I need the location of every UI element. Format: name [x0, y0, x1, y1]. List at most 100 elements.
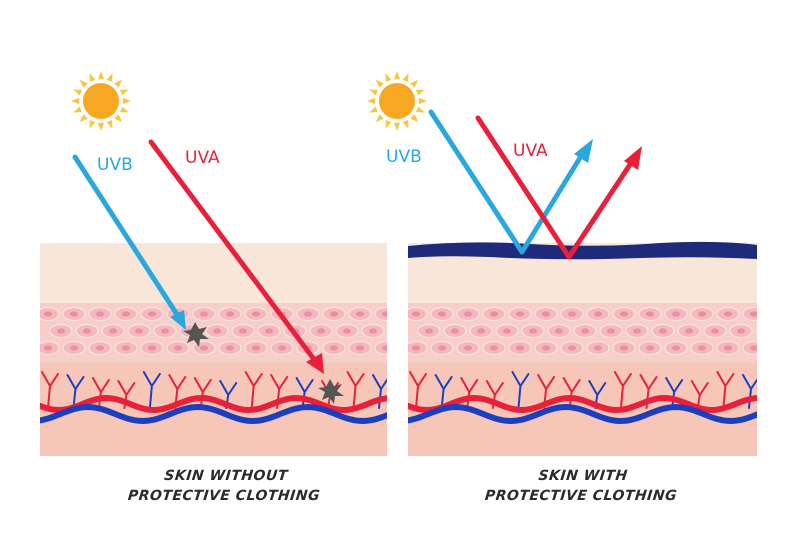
capillary: [244, 371, 263, 409]
cell-nucleus: [503, 328, 511, 334]
cell-nucleus: [161, 328, 169, 334]
sun-ray: [367, 97, 376, 105]
sun-ray: [79, 79, 88, 88]
cell-nucleus: [438, 345, 446, 351]
cell-nucleus: [330, 345, 338, 351]
sun-ray: [89, 73, 96, 83]
cell-nucleus: [568, 345, 576, 351]
cell-nucleus: [737, 328, 745, 334]
skin-cell: [755, 327, 757, 335]
vein: [40, 403, 387, 425]
cell-nucleus: [83, 328, 91, 334]
cell-damage-icon: [318, 379, 344, 404]
capillary: [346, 371, 365, 409]
artery: [408, 394, 757, 414]
cell-nucleus: [763, 328, 771, 333]
sun-ray: [106, 73, 113, 83]
cell-nucleus: [278, 345, 286, 351]
cell-nucleus: [698, 311, 706, 317]
capillary: [142, 371, 161, 409]
artery: [40, 394, 387, 414]
cell-nucleus: [633, 328, 641, 334]
cell-nucleus: [57, 328, 65, 334]
sun-ray: [415, 106, 425, 113]
cell-nucleus: [395, 328, 403, 333]
cell-nucleus: [516, 345, 524, 351]
protective-clothing-layer: [408, 241, 757, 260]
cell-nucleus: [382, 345, 387, 351]
uva-label: UVA: [513, 141, 548, 161]
sun-ray: [97, 122, 105, 131]
cell-nucleus: [659, 328, 667, 334]
uvb-label: UVB: [97, 155, 133, 175]
sun-ray: [79, 114, 88, 123]
cell-nucleus: [464, 311, 472, 317]
sun-ray: [114, 79, 123, 88]
cell-nucleus: [135, 328, 143, 334]
cell-nucleus: [148, 345, 156, 351]
skin-cell: [374, 306, 387, 322]
cell-nucleus: [750, 345, 757, 351]
cell-nucleus: [477, 328, 485, 334]
cell-nucleus: [425, 328, 433, 334]
cell-nucleus: [330, 311, 338, 317]
cell-nucleus: [464, 345, 472, 351]
capillary: [41, 371, 59, 409]
cell-nucleus: [581, 328, 589, 334]
cell-nucleus: [252, 311, 260, 317]
cell-nucleus: [542, 311, 550, 317]
sun-ray: [402, 119, 409, 129]
skin-cells: [408, 306, 771, 356]
cell-nucleus: [70, 345, 78, 351]
cell-nucleus: [382, 311, 387, 317]
cell-nucleus: [724, 345, 732, 351]
sun-ray: [410, 114, 419, 123]
capillary: [511, 371, 530, 409]
cell-nucleus: [122, 311, 130, 317]
cell-nucleus: [516, 311, 524, 317]
cell-nucleus: [646, 345, 654, 351]
cell-nucleus: [226, 345, 234, 351]
sun-ray: [410, 79, 419, 88]
sun-ray: [369, 89, 379, 96]
cell-nucleus: [70, 311, 78, 317]
cell-nucleus: [620, 311, 628, 317]
sun-ray: [418, 97, 427, 105]
sun-ray: [97, 71, 105, 80]
uvb-label: UVB: [386, 147, 422, 167]
panel-without-clothing: [40, 243, 403, 456]
cell-nucleus: [343, 328, 351, 334]
cell-nucleus: [96, 311, 104, 317]
cell-nucleus: [96, 345, 104, 351]
sun-ray: [71, 97, 80, 105]
cell-nucleus: [490, 345, 498, 351]
sun-disc: [379, 83, 415, 119]
cell-nucleus: [607, 328, 615, 334]
cell-nucleus: [594, 311, 602, 317]
sun-ray: [393, 71, 401, 80]
cell-nucleus: [685, 328, 693, 334]
cell-nucleus: [44, 311, 52, 317]
vein: [408, 403, 757, 425]
cell-nucleus: [226, 311, 234, 317]
cell-nucleus: [369, 328, 377, 334]
skin-cells: [40, 306, 403, 356]
sun-icon: [71, 71, 131, 131]
sun-disc: [83, 83, 119, 119]
cell-nucleus: [356, 345, 364, 351]
capillary: [409, 371, 427, 409]
cell-nucleus: [252, 345, 260, 351]
uva-ray-right: [475, 115, 642, 260]
cell-nucleus: [213, 328, 221, 334]
cell-nucleus: [750, 311, 757, 317]
cell-nucleus: [304, 311, 312, 317]
cell-nucleus: [490, 311, 498, 317]
cell-nucleus: [356, 311, 364, 317]
cell-nucleus: [672, 345, 680, 351]
cell-damage-icon: [183, 322, 209, 347]
skin-cell: [374, 340, 387, 356]
cell-nucleus: [698, 345, 706, 351]
uva-label: UVA: [185, 148, 220, 168]
cell-nucleus: [542, 345, 550, 351]
